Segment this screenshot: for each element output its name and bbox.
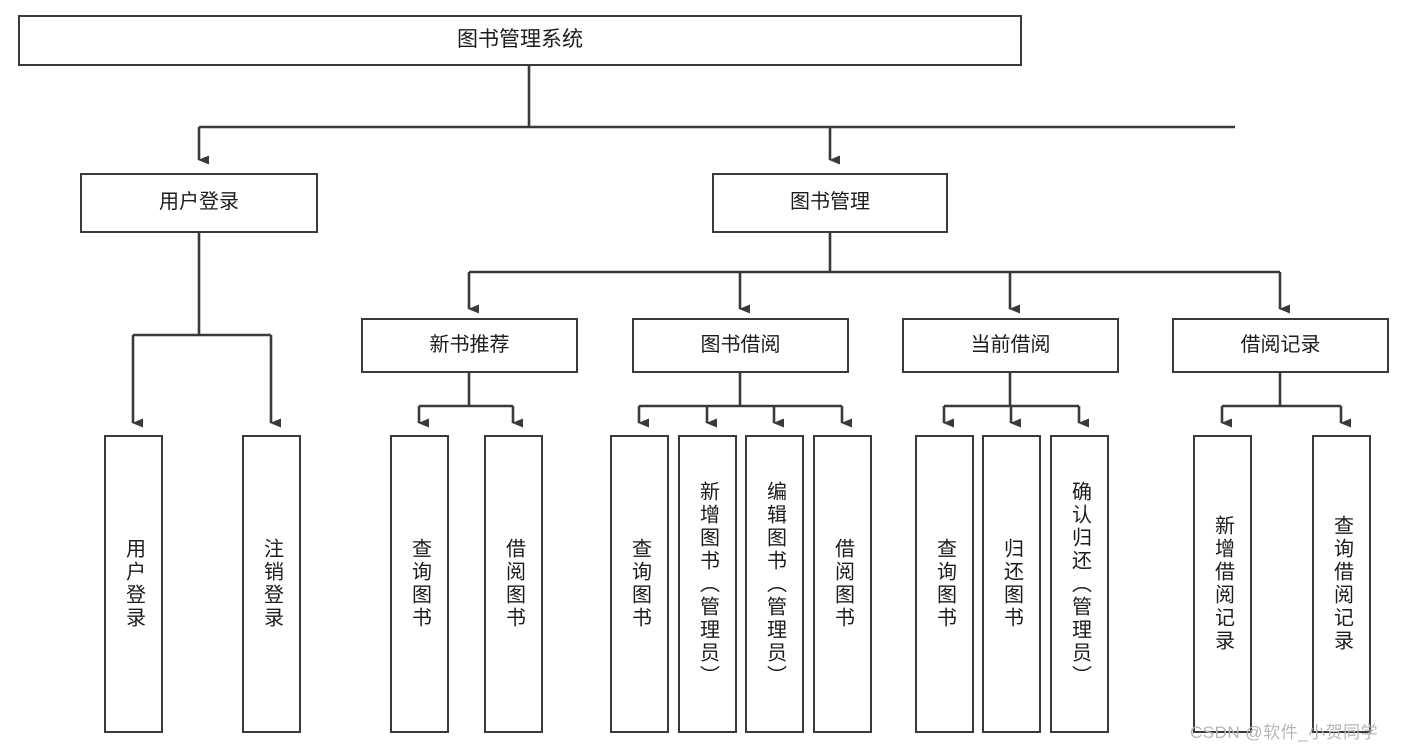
- node-leaf-rec-query-book-label: 查询图书: [408, 538, 431, 630]
- node-user-login-label: 用户登录: [159, 191, 239, 214]
- node-leaf-rec-query-record-label: 查询借阅记录: [1330, 515, 1353, 653]
- node-leaf-cur-query-book[interactable]: 查询图书: [915, 435, 974, 733]
- node-leaf-cur-return-book[interactable]: 归还图书: [982, 435, 1041, 733]
- node-user-login[interactable]: 用户登录: [80, 173, 318, 233]
- node-root-system[interactable]: 图书管理系统: [18, 15, 1022, 66]
- node-leaf-user-login[interactable]: 用户登录: [104, 435, 163, 733]
- node-new-book-recommend-label: 新书推荐: [429, 333, 510, 356]
- node-new-book-recommend[interactable]: 新书推荐: [361, 318, 578, 373]
- node-leaf-cur-query-book-label: 查询图书: [933, 538, 956, 630]
- node-leaf-borrow-add-book[interactable]: 新增图书（管理员）: [678, 435, 737, 733]
- node-book-borrow[interactable]: 图书借阅: [632, 318, 849, 373]
- node-leaf-logout-label: 注销登录: [260, 538, 283, 630]
- node-root-system-label: 图书管理系统: [457, 28, 583, 52]
- node-leaf-borrow-borrow-book-label: 借阅图书: [831, 538, 854, 630]
- node-current-borrow-label: 当前借阅: [970, 333, 1051, 356]
- node-leaf-borrow-borrow-book[interactable]: 借阅图书: [813, 435, 872, 733]
- node-leaf-rec-query-record[interactable]: 查询借阅记录: [1312, 435, 1371, 733]
- node-book-manage-label: 图书管理: [790, 191, 870, 214]
- node-borrow-record-label: 借阅记录: [1240, 333, 1321, 356]
- node-leaf-borrow-edit-book-label: 编辑图书（管理员）: [763, 480, 786, 688]
- node-leaf-logout[interactable]: 注销登录: [242, 435, 301, 733]
- node-leaf-cur-return-book-label: 归还图书: [1000, 538, 1023, 630]
- node-leaf-user-login-label: 用户登录: [122, 538, 145, 630]
- node-leaf-rec-add-record[interactable]: 新增借阅记录: [1193, 435, 1252, 733]
- node-leaf-rec-query-book[interactable]: 查询图书: [390, 435, 449, 733]
- node-book-manage[interactable]: 图书管理: [712, 173, 948, 233]
- csdn-watermark: CSDN @软件_小贺同学: [1190, 723, 1379, 742]
- node-leaf-rec-borrow-book-label: 借阅图书: [502, 538, 525, 630]
- node-leaf-borrow-query-book[interactable]: 查询图书: [610, 435, 669, 733]
- node-leaf-borrow-query-book-label: 查询图书: [628, 538, 651, 630]
- node-leaf-borrow-add-book-label: 新增图书（管理员）: [696, 480, 719, 688]
- node-leaf-rec-add-record-label: 新增借阅记录: [1211, 515, 1234, 653]
- node-current-borrow[interactable]: 当前借阅: [902, 318, 1119, 373]
- node-leaf-cur-confirm-return-label: 确认归还（管理员）: [1068, 480, 1091, 688]
- node-borrow-record[interactable]: 借阅记录: [1172, 318, 1389, 373]
- node-leaf-cur-confirm-return[interactable]: 确认归还（管理员）: [1050, 435, 1109, 733]
- node-leaf-borrow-edit-book[interactable]: 编辑图书（管理员）: [745, 435, 804, 733]
- node-book-borrow-label: 图书借阅: [700, 333, 781, 356]
- node-leaf-rec-borrow-book[interactable]: 借阅图书: [484, 435, 543, 733]
